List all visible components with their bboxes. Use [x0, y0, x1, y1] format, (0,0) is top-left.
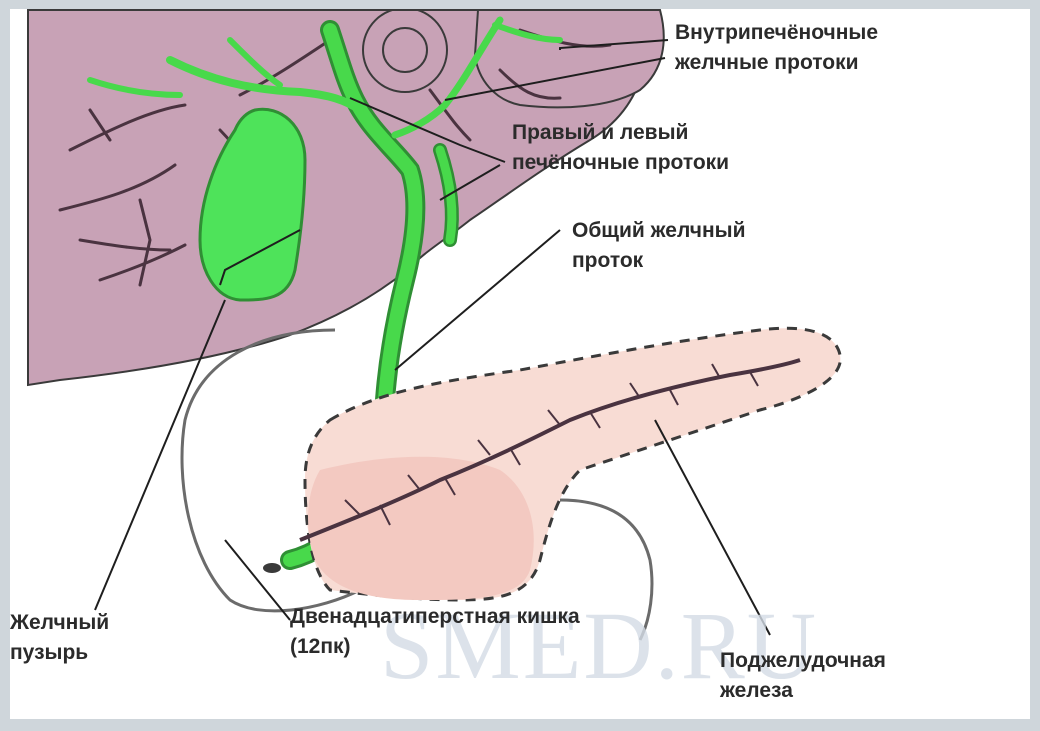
label-common-bile-duct: Общий желчный проток [572, 216, 746, 276]
label-gallbladder: Желчный пузырь [10, 608, 109, 668]
label-intrahepatic-ducts: Внутрипечёночные желчные протоки [675, 18, 878, 78]
frame-left [0, 0, 10, 731]
frame-bottom [0, 719, 1040, 731]
frame-top [0, 0, 1040, 9]
label-pancreas: Поджелудочная железа [720, 646, 886, 706]
label-hepatic-ducts: Правый и левый печёночные протоки [512, 118, 729, 178]
frame-right [1030, 0, 1040, 731]
pancreas-head [308, 457, 534, 600]
liver-right-lobe [475, 10, 664, 107]
label-duodenum: Двенадцатиперстная кишка (12пк) [290, 602, 580, 662]
